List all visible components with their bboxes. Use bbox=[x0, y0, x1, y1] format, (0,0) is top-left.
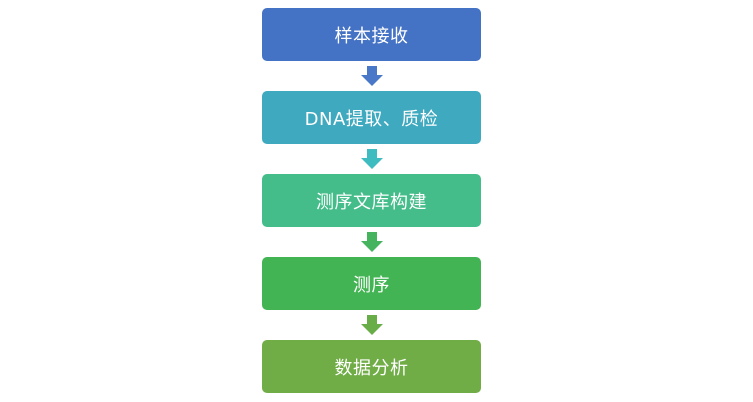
step-label: 数据分析 bbox=[334, 357, 409, 379]
arrow-down-icon-shape bbox=[361, 66, 383, 86]
step-label: DNA提取、质检 bbox=[304, 108, 439, 130]
arrow-down-icon bbox=[361, 315, 383, 335]
step-label: 测序 bbox=[353, 274, 390, 296]
step-label: 样本接收 bbox=[334, 25, 409, 47]
step-label: 测序文库构建 bbox=[316, 191, 427, 213]
arrow-down-icon bbox=[361, 149, 383, 169]
arrow-down-icon bbox=[361, 66, 383, 86]
step-sample-receipt: 样本接收 bbox=[262, 8, 481, 61]
step-sequencing: 测序 bbox=[262, 257, 481, 310]
arrow-down-icon-shape bbox=[361, 149, 383, 169]
step-dna-extraction-qc: DNA提取、质检 bbox=[262, 91, 481, 144]
arrow-down-icon-shape bbox=[361, 232, 383, 252]
step-library-construction: 测序文库构建 bbox=[262, 174, 481, 227]
arrow-down-icon-shape bbox=[361, 315, 383, 335]
arrow-down-icon bbox=[361, 232, 383, 252]
step-data-analysis: 数据分析 bbox=[262, 340, 481, 393]
